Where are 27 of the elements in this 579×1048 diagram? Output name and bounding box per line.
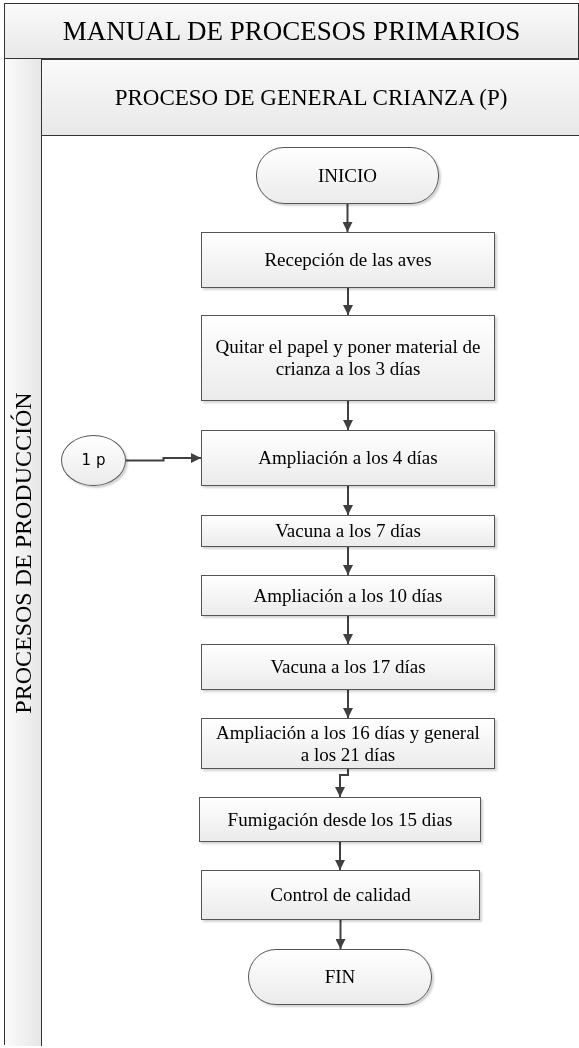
process-box: Recepción de las aves <box>201 232 495 288</box>
arrow <box>343 689 353 719</box>
process-box: Quitar el papel y poner material de crianza a los 3 días <box>201 315 495 401</box>
arrow <box>343 615 353 645</box>
arrow <box>343 400 353 431</box>
arrow <box>335 841 345 871</box>
process-box: Ampliación a los 10 días <box>201 575 495 616</box>
connector-circle: 1 p <box>61 435 126 486</box>
column-title: PROCESO DE GENERAL CRIANZA (P) <box>114 83 508 112</box>
arrow <box>343 287 353 316</box>
arrow <box>335 768 349 798</box>
terminator-shape: FIN <box>248 949 432 1005</box>
arrow <box>342 203 353 233</box>
arrow <box>343 485 353 516</box>
pool-title: MANUAL DE PROCESOS PRIMARIOS <box>62 15 521 47</box>
process-box: Vacuna a los 17 días <box>201 644 495 690</box>
terminator-shape: INICIO <box>256 147 439 204</box>
arrow <box>335 919 346 950</box>
arrow <box>125 453 202 463</box>
process-box: Control de calidad <box>201 870 480 920</box>
process-box: Vacuna a los 7 días <box>201 515 495 547</box>
process-box: Ampliación a los 4 días <box>201 430 495 486</box>
process-box: Ampliación a los 16 días y general a los 21 días <box>201 718 495 769</box>
process-box: Fumigación desde los 15 dias <box>199 797 481 842</box>
lane-band <box>5 59 42 1046</box>
lane-title: PROCESOS DE PRODUCCIÓN <box>9 391 37 714</box>
arrow <box>343 546 353 576</box>
